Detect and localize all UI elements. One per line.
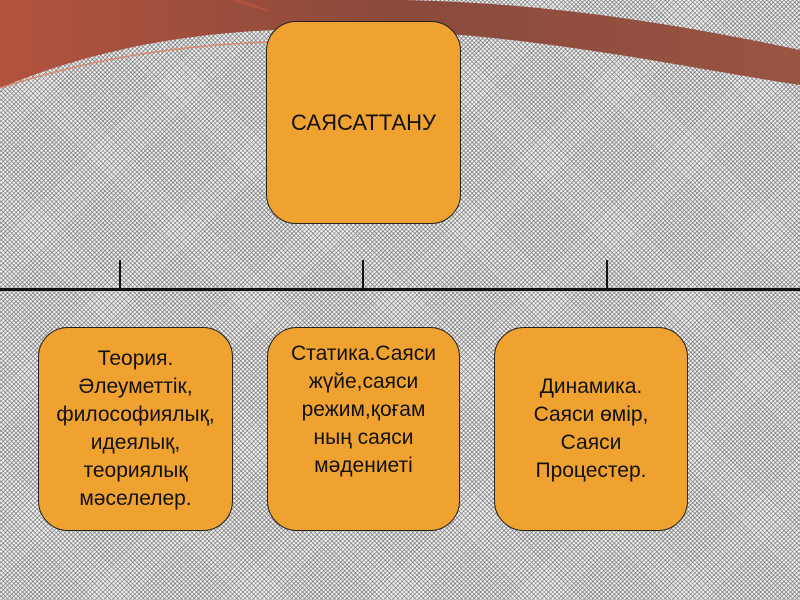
tick-left bbox=[119, 260, 121, 289]
tick-right bbox=[606, 260, 608, 289]
root-node: САЯСАТТАНУ bbox=[266, 21, 461, 224]
tick-center bbox=[362, 260, 364, 289]
horizontal-connector bbox=[0, 288, 800, 291]
root-label: САЯСАТТАНУ bbox=[290, 109, 436, 135]
child-node-statics: Статика.Саяси жүйе,саяси режим,қоғам ның… bbox=[267, 327, 460, 531]
child-label: Теория. Әлеуметтік, философиялық, идеялы… bbox=[56, 347, 215, 510]
child-node-dynamics: Динамика. Саяси өмір, Саяси Процестер. bbox=[494, 327, 688, 531]
child-label: Статика.Саяси жүйе,саяси режим,қоғам ның… bbox=[291, 342, 436, 477]
child-node-theory: Теория. Әлеуметтік, философиялық, идеялы… bbox=[38, 327, 233, 531]
child-label: Динамика. Саяси өмір, Саяси Процестер. bbox=[533, 375, 649, 482]
